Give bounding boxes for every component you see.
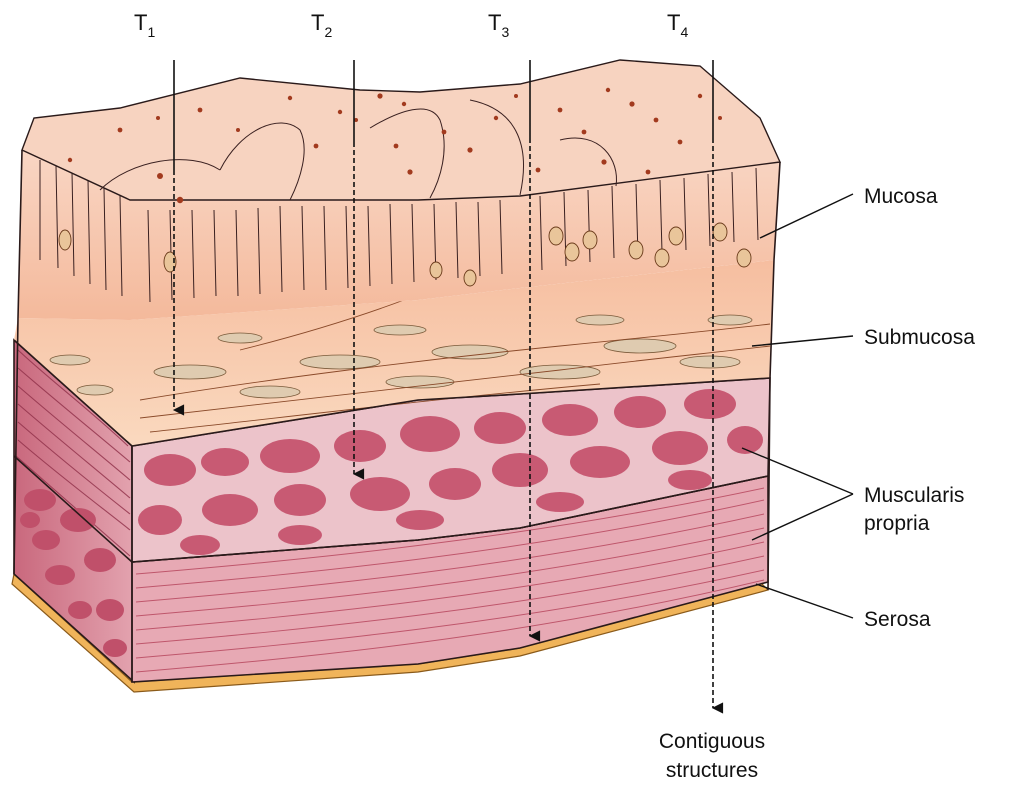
serosa-leader xyxy=(756,584,853,618)
label-contiguous-line2: structures xyxy=(666,759,758,782)
stage-label-t3: T3 xyxy=(488,10,509,40)
label-muscularis-line1: Muscularis xyxy=(864,484,964,507)
label-submucosa: Submucosa xyxy=(864,326,975,349)
label-mucosa: Mucosa xyxy=(864,185,938,208)
stage-label-t4: T4 xyxy=(667,10,688,40)
label-muscularis-line2: propria xyxy=(864,512,930,535)
tissue-block xyxy=(12,60,780,692)
stage-label-t2: T2 xyxy=(311,10,332,40)
label-serosa: Serosa xyxy=(864,608,931,631)
stage-label-t1: T1 xyxy=(134,10,155,40)
label-contiguous-line1: Contiguous xyxy=(659,730,765,753)
